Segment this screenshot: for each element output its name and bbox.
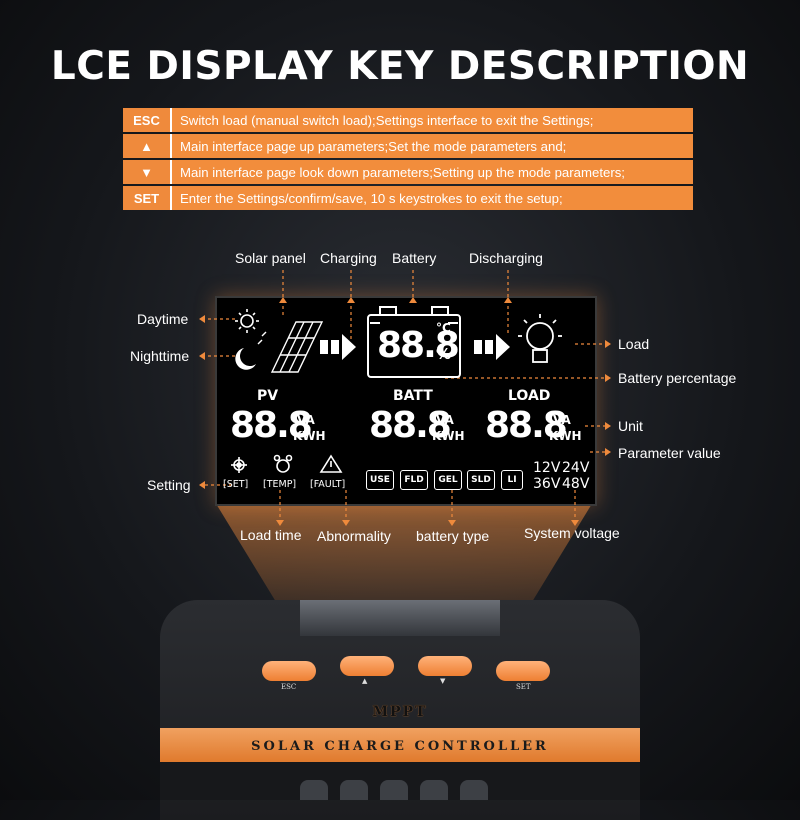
alarm-clock-icon [273, 454, 293, 473]
terminal [380, 780, 408, 800]
description-cell: Enter the Settings/confirm/save, 10 s ke… [172, 186, 693, 210]
label-setting: Setting [147, 477, 191, 493]
battery-type-badge: USE [366, 470, 394, 490]
label-nighttime: Nighttime [130, 348, 190, 364]
pv-unit-va: VA [297, 413, 315, 427]
label-battery: Battery [392, 250, 437, 266]
voltage-12v: 12V [533, 460, 561, 476]
solar-panel-icon [257, 321, 324, 373]
batt-unit-kwh: KWH [432, 429, 465, 443]
voltage-24v: 24V [562, 460, 590, 476]
down-button[interactable] [418, 656, 472, 676]
terminal [300, 780, 328, 800]
description-cell: Switch load (manual switch load);Setting… [172, 108, 693, 132]
moon-icon [235, 348, 256, 370]
key-cell: SET [123, 186, 172, 210]
key-description-table: ESC Switch load (manual switch load);Set… [123, 108, 693, 212]
bulb-icon [518, 314, 562, 363]
name-plate [160, 728, 640, 762]
label-solar-panel: Solar panel [235, 250, 306, 266]
battery-type-badge: LI [501, 470, 523, 490]
terminal [420, 780, 448, 800]
batt-unit-va: VA [436, 413, 454, 427]
description-cell: Main interface page look down parameters… [172, 160, 693, 184]
charging-arrow-icon [320, 334, 356, 360]
key-cell: ▲ [123, 134, 172, 158]
terminal [340, 780, 368, 800]
label-unit: Unit [618, 418, 643, 434]
set-button-label: SET [516, 683, 531, 691]
battery-type-badge: SLD [467, 470, 495, 490]
load-unit-va: VA [553, 413, 571, 427]
fault-tag: [FAULT] [310, 479, 346, 490]
label-battery-percentage: Battery percentage [618, 370, 737, 386]
batt-value: 88.8 [369, 405, 452, 446]
discharging-arrow-icon [474, 334, 510, 360]
key-cell: ▼ [123, 160, 172, 184]
set-tag: [SET] [223, 479, 249, 490]
load-value: 88.8 [485, 405, 568, 446]
temp-tag: [TEMP] [263, 479, 297, 490]
brand-logo: MPPT [372, 704, 428, 720]
table-row: ESC Switch load (manual switch load);Set… [123, 108, 693, 132]
gear-icon [231, 457, 247, 473]
battery-value: 88.8 [377, 325, 460, 366]
set-button[interactable] [496, 661, 550, 681]
label-battery-type: battery type [416, 528, 490, 544]
page-title: LCE DISPLAY KEY DESCRIPTION [50, 44, 750, 89]
esc-button-label: ESC [281, 683, 297, 691]
label-system-voltage: System voltage [524, 525, 620, 541]
table-row: SET Enter the Settings/confirm/save, 10 … [123, 186, 693, 210]
label-discharging: Discharging [469, 250, 543, 266]
label-charging: Charging [320, 250, 377, 266]
label-load-time: Load time [240, 527, 302, 543]
table-row: ▲ Main interface page up parameters;Set … [123, 134, 693, 158]
esc-button[interactable] [262, 661, 316, 681]
terminal [460, 780, 488, 800]
load-header: LOAD [508, 388, 551, 404]
battery-type-badge: FLD [400, 470, 428, 490]
lcd-graphics [199, 270, 611, 526]
label-daytime: Daytime [137, 311, 189, 327]
warning-icon [319, 454, 343, 473]
table-row: ▼ Main interface page look down paramete… [123, 160, 693, 184]
voltage-48v: 48V [562, 476, 590, 492]
label-load: Load [618, 336, 650, 352]
label-abnormality: Abnormality [317, 528, 391, 544]
pv-unit-kwh: KWH [293, 429, 326, 443]
key-cell: ESC [123, 108, 172, 132]
sun-icon [235, 309, 259, 333]
celsius-symbol: °C [436, 321, 451, 335]
up-button-label: ▲ [362, 677, 368, 685]
percent-symbol: % [436, 345, 452, 363]
battery-icon [367, 306, 461, 378]
batt-header: BATT [393, 388, 433, 404]
pv-value: 88.8 [230, 405, 313, 446]
battery-type-badge: GEL [434, 470, 462, 490]
label-parameter-value: Parameter value [618, 445, 721, 461]
pv-header: PV [257, 388, 279, 404]
voltage-36v: 36V [533, 476, 561, 492]
down-button-label: ▼ [440, 677, 446, 685]
up-button[interactable] [340, 656, 394, 676]
load-unit-kwh: KWH [549, 429, 582, 443]
description-cell: Main interface page up parameters;Set th… [172, 134, 693, 158]
lcd-window [300, 600, 500, 636]
product-name: SOLAR CHARGE CONTROLLER [251, 739, 549, 754]
